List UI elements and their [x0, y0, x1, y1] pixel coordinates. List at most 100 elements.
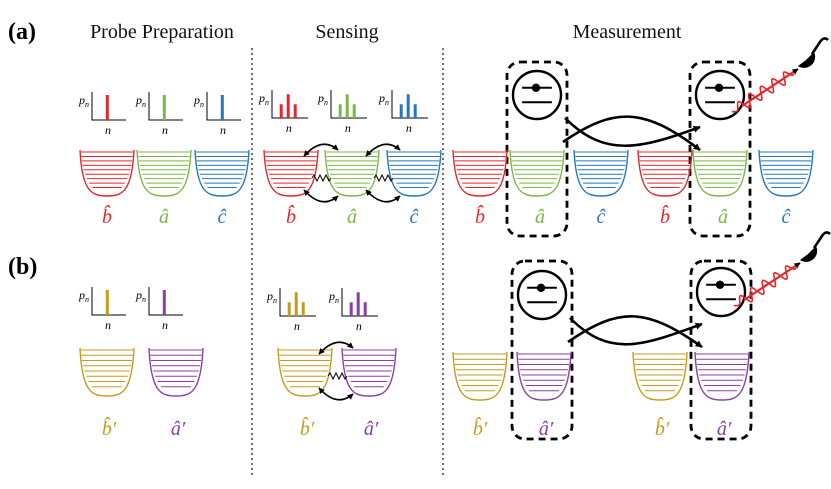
atom-icon-1 — [511, 69, 563, 121]
exchange-arrows-ba-top — [303, 143, 339, 157]
mode-label-sense-b: b̂ — [286, 204, 296, 228]
mode-label-prep-a: â — [159, 206, 169, 228]
well-prep-c — [194, 149, 250, 197]
exchange-arrows-ba-bottom — [303, 189, 339, 203]
mode-label-meas2-a: â — [718, 206, 728, 228]
mode-label-sense-a: â — [347, 206, 357, 228]
well-meas2-b-outline — [637, 149, 693, 197]
panel-label-a: (a) — [8, 19, 36, 45]
photon-icon — [733, 265, 797, 307]
well-sense-ap — [341, 347, 397, 397]
well-prep-a-outline — [136, 149, 192, 197]
dist-prep-b-axes — [91, 92, 126, 121]
dist-prep-bp-axes — [91, 287, 126, 316]
dist-prep-b-xlabel: n — [105, 123, 111, 137]
dist-sense-b-xlabel: n — [286, 121, 292, 135]
well-meas1-c-outline — [573, 149, 629, 197]
dist-prep-c-axes — [206, 92, 241, 121]
dist-prep-ap-axes — [148, 287, 183, 316]
qubit-box-4 — [689, 259, 753, 441]
atom-icon-1-electron — [531, 83, 541, 93]
exchange-arrows-ac-top — [365, 143, 401, 157]
well-meas1-a — [509, 149, 565, 197]
dist-sense-ap-xlabel: n — [356, 319, 362, 333]
dist-prep-c-ylabel: pn — [193, 93, 204, 109]
swap-arrows-b-arrow-down — [567, 315, 703, 349]
dist-prep-bp-ylabel: pn — [78, 288, 89, 304]
mode-label-meas2-bp: b̂′ — [655, 416, 670, 440]
well-meas2-bp — [632, 351, 688, 401]
well-sense-c-outline — [386, 149, 442, 197]
well-prep-bp — [79, 347, 135, 397]
mode-label-meas2-ap: â′ — [717, 418, 732, 440]
mode-label-prep-b: b̂ — [102, 204, 112, 228]
dist-prep-bp-xlabel: n — [105, 318, 111, 332]
well-meas2-c — [758, 149, 814, 197]
atom-icon-3-electron — [536, 283, 546, 292]
atom-icon-2-electron — [714, 83, 724, 93]
dist-sense-ap: pn n — [328, 288, 378, 333]
detector-icon-b — [733, 231, 831, 307]
dist-sense-c: pnn — [378, 90, 428, 135]
mode-label-meas1-a: â — [535, 206, 545, 228]
dist-sense-bp: pnn — [266, 288, 316, 333]
swap-arrows-a-arrow-up — [564, 117, 701, 147]
qubit-box-2 — [688, 60, 752, 238]
dist-prep-a-ylabel: pn — [135, 93, 146, 109]
well-sense-bp-outline — [277, 347, 333, 397]
header-sensing: Sensing — [315, 21, 378, 43]
mode-label-sense-bp: b̂′ — [300, 416, 315, 440]
dist-sense-b-ylabel: pn — [258, 91, 269, 107]
coupling-spring-ac — [373, 173, 394, 183]
dist-sense-c-axes — [391, 90, 428, 119]
well-meas1-b — [452, 149, 508, 197]
detector-wire — [810, 37, 829, 55]
well-meas1-bp — [452, 351, 508, 401]
exchange-arrows-bpap — [318, 341, 354, 401]
panel-label-b: (b) — [8, 254, 37, 280]
mode-label-prep-c: ĉ — [218, 206, 228, 228]
dist-sense-bp-xlabel: n — [294, 319, 300, 333]
well-meas1-ap — [516, 351, 572, 401]
detector-wire — [812, 231, 831, 249]
swap-arrows-a — [562, 115, 701, 152]
photon-icon — [731, 71, 795, 113]
well-sense-a-outline — [324, 149, 380, 197]
coupling-spring-bpap — [327, 371, 348, 381]
well-prep-bp-outline — [79, 347, 135, 397]
dist-sense-a-xlabel: n — [345, 121, 351, 135]
qubit-box-1 — [505, 60, 569, 238]
well-meas1-bp-outline — [452, 351, 508, 401]
well-prep-b — [79, 149, 135, 197]
atom-icon-1-ring — [511, 69, 563, 121]
well-prep-a — [136, 149, 192, 197]
photon-arrow — [741, 68, 799, 107]
dist-prep-c: pn n — [193, 92, 241, 137]
dist-prep-a-axes — [148, 92, 183, 121]
dist-prep-a: pnn — [135, 92, 183, 137]
mode-label-meas2-b: b̂ — [660, 204, 670, 228]
swap-arrows-a-arrow-down — [562, 115, 701, 152]
well-prep-ap-outline — [148, 347, 204, 397]
mode-label-meas1-bp: b̂′ — [473, 416, 488, 440]
detector-dish — [798, 52, 816, 68]
mode-label-prep-ap: â′ — [171, 418, 186, 440]
header-probe-preparation: Probe Preparation — [90, 21, 234, 43]
well-meas2-c-outline — [758, 149, 814, 197]
dist-sense-ap-ylabel: pn — [328, 289, 339, 305]
dist-prep-ap-xlabel: n — [162, 318, 168, 332]
dist-sense-bp-axes — [279, 288, 316, 317]
atom-icon-3 — [516, 269, 568, 321]
well-sense-bp — [277, 347, 333, 397]
exchange-arrows-ba — [303, 143, 339, 203]
exchange-arrows-bpap-top — [318, 341, 354, 355]
well-sense-a — [324, 149, 380, 197]
well-prep-c-outline — [194, 149, 250, 197]
well-meas2-b — [637, 149, 693, 197]
well-meas2-bp-outline — [632, 351, 688, 401]
swap-arrows-b-arrow-up — [569, 317, 703, 346]
exchange-arrows-ac-bottom — [365, 189, 401, 203]
dist-prep-c-xlabel: n — [220, 123, 226, 137]
dist-sense-a-ylabel: pn — [317, 91, 328, 107]
dist-prep-ap-ylabel: pn — [135, 288, 146, 304]
